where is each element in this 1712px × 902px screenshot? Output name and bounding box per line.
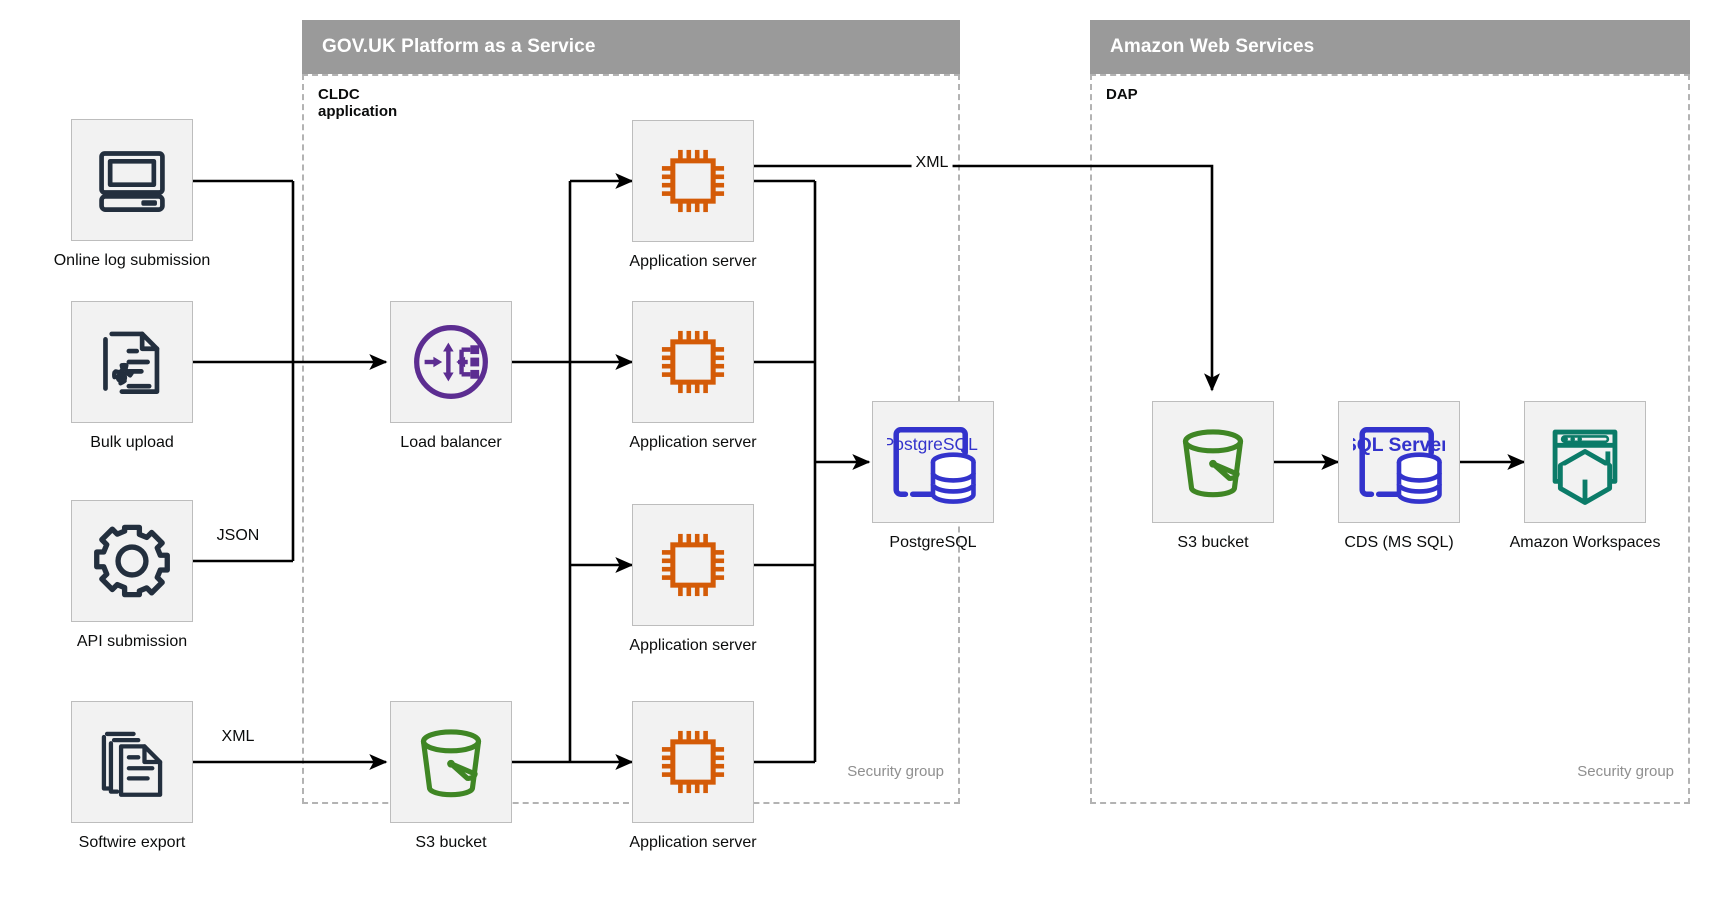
desktop-computer-icon — [99, 151, 165, 212]
zone-boundary-aws — [1090, 74, 1690, 804]
node-label-load-balancer: Load balancer — [400, 434, 502, 451]
node-label-bulk-upload: Bulk upload — [90, 434, 174, 451]
node-box-app-server-2[interactable] — [632, 301, 754, 423]
document-stack-icon — [101, 731, 163, 797]
node-box-s3-bucket-paas[interactable] — [390, 701, 512, 823]
node-label-s3-bucket-aws: S3 bucket — [1177, 534, 1249, 551]
node-label-postgresql: PostgreSQL — [889, 534, 977, 551]
s3-bucket-icon — [420, 729, 482, 798]
node-label-app-server-1: Application server — [629, 253, 757, 270]
cpu-chip-icon — [661, 533, 725, 597]
node-label-s3-bucket-paas: S3 bucket — [415, 834, 487, 851]
node-label-app-server-4: Application server — [629, 834, 757, 851]
node-box-amazon-workspaces[interactable] — [1524, 401, 1646, 523]
node-label-cds-ms-sql: CDS (MS SQL) — [1344, 534, 1454, 551]
edge-label-xml-softwire: XML — [217, 728, 259, 746]
security-group-label-paas: Security group — [847, 763, 944, 780]
node-box-app-server-4[interactable] — [632, 701, 754, 823]
zone-sublabel-dap: DAP — [1106, 86, 1138, 103]
security-group-label-aws: Security group — [1577, 763, 1674, 780]
node-label-softwire-export: Softwire export — [78, 834, 186, 851]
amazon-workspaces-icon — [1552, 429, 1618, 505]
edge-label-xml-app-to-s3: XML — [911, 154, 953, 172]
zone-header-aws: Amazon Web Services — [1090, 20, 1690, 74]
cpu-chip-icon — [661, 330, 725, 394]
node-box-online-log-submission[interactable] — [71, 119, 193, 241]
node-label-app-server-3: Application server — [629, 637, 757, 654]
zone-header-govuk-paas: GOV.UK Platform as a Service — [302, 20, 960, 74]
node-box-softwire-export[interactable] — [71, 701, 193, 823]
node-box-s3-bucket-aws[interactable] — [1152, 401, 1274, 523]
node-box-app-server-1[interactable] — [632, 120, 754, 242]
edge-label-json: JSON — [212, 527, 264, 545]
node-box-app-server-3[interactable] — [632, 504, 754, 626]
sql-server-database-icon: SQL Server — [1353, 427, 1445, 504]
cpu-chip-icon — [661, 730, 725, 794]
node-box-bulk-upload[interactable] — [71, 301, 193, 423]
node-label-api-submission: API submission — [76, 633, 188, 650]
gear-icon — [94, 524, 170, 598]
cpu-chip-icon — [661, 149, 725, 213]
node-box-postgresql[interactable]: PostgreSQL — [872, 401, 994, 523]
document-gear-icon — [103, 331, 160, 394]
s3-bucket-icon — [1182, 429, 1244, 498]
sql-server-icon-text: SQL Server — [1353, 435, 1445, 456]
postgresql-icon-text: PostgreSQL — [887, 434, 978, 454]
node-label-amazon-workspaces: Amazon Workspaces — [1509, 534, 1661, 551]
node-box-cds-ms-sql[interactable]: SQL Server — [1338, 401, 1460, 523]
node-box-api-submission[interactable] — [71, 500, 193, 622]
node-label-online-log-submission: Online log submission — [53, 252, 211, 269]
load-balancer-icon — [414, 325, 488, 399]
node-label-app-server-2: Application server — [629, 434, 757, 451]
node-box-load-balancer[interactable] — [390, 301, 512, 423]
zone-sublabel-cldc-application: CLDC application — [318, 86, 398, 120]
postgresql-database-icon: PostgreSQL — [887, 427, 978, 504]
